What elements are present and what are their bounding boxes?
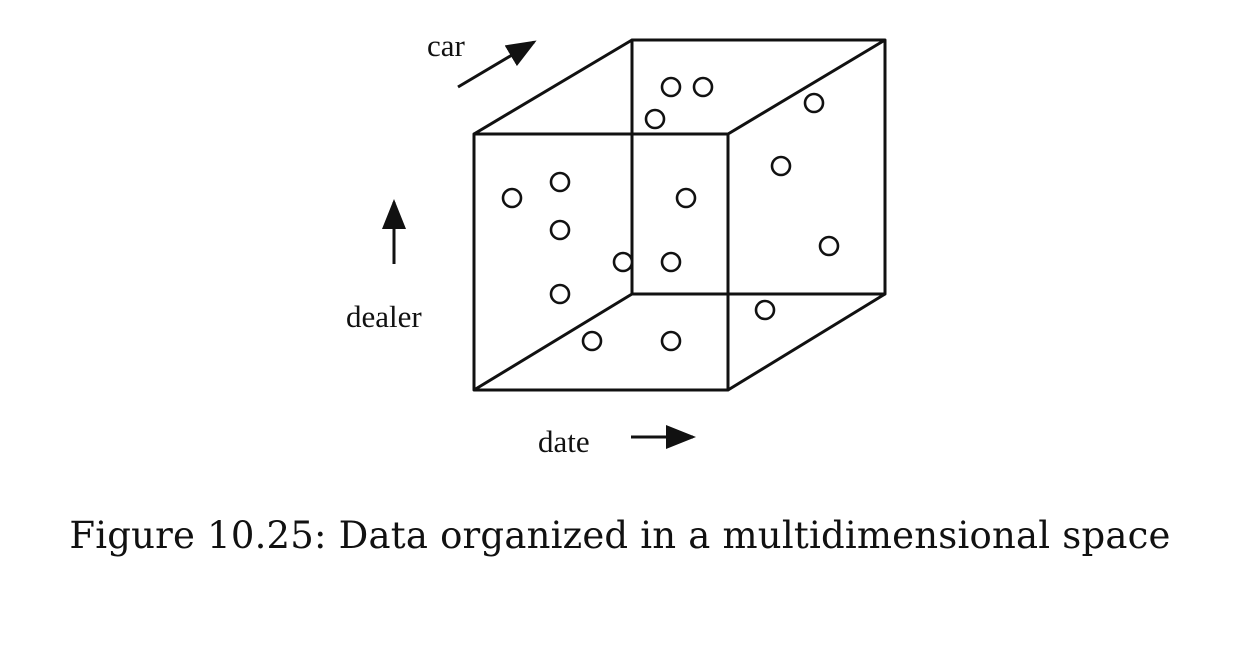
- data-point: [675, 187, 697, 209]
- data-point: [660, 76, 682, 98]
- cube-edge-bottom-right: [727, 292, 886, 392]
- data-point: [501, 187, 523, 209]
- data-point: [660, 330, 682, 352]
- data-point: [754, 299, 776, 321]
- data-point: [803, 92, 825, 114]
- axis-arrows: [382, 40, 696, 449]
- car-axis-label: car: [427, 28, 466, 63]
- cube-edge-bottom-left: [473, 292, 633, 392]
- data-point: [770, 155, 792, 177]
- data-point: [549, 219, 571, 241]
- data-point: [644, 108, 666, 130]
- data-point: [692, 76, 714, 98]
- data-point: [660, 251, 682, 273]
- data-point: [581, 330, 603, 352]
- dealer-axis-label: dealer: [346, 299, 422, 334]
- cube: [472, 38, 887, 392]
- cube-edge-top-left: [473, 38, 633, 136]
- date-axis-label: date: [538, 424, 590, 459]
- figure-caption: Figure 10.25: Data organized in a multid…: [69, 514, 1171, 557]
- data-point: [612, 251, 634, 273]
- data-point: [549, 283, 571, 305]
- cube-front-face: [472, 132, 730, 392]
- data-points: [501, 76, 840, 352]
- data-point: [549, 171, 571, 193]
- car-axis-arrow: [457, 40, 537, 89]
- cube-edge-top-right: [727, 38, 886, 136]
- data-point: [818, 235, 840, 257]
